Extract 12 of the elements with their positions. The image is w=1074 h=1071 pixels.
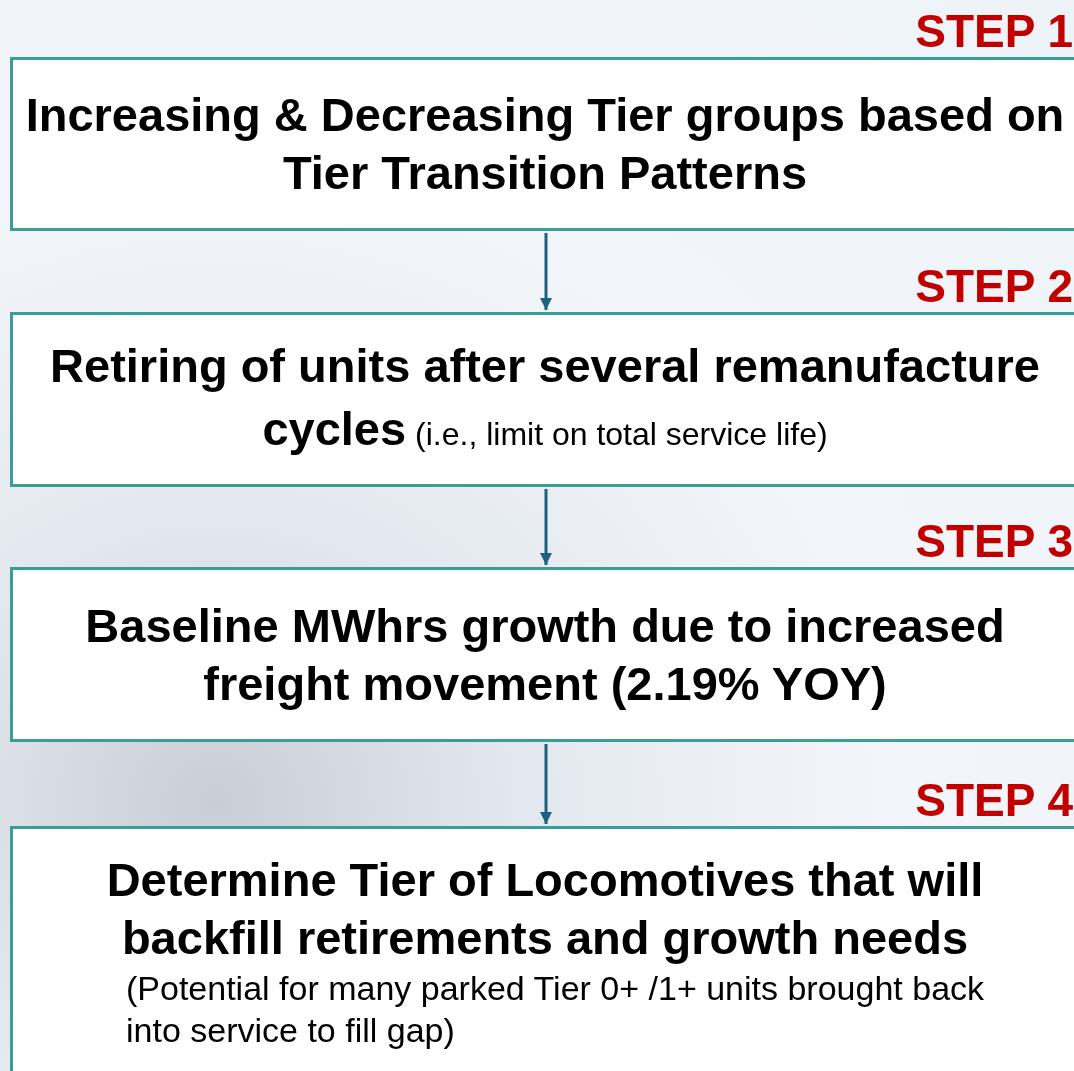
arrow [540,744,552,824]
step-label: STEP 1 [915,6,1073,56]
step-label: STEP 3 [915,516,1073,566]
step-description: Baseline MWhrs growth due to increased freight movement (2.19% YOY) [84,597,1006,712]
step-description: Increasing & Decreasing Tier groups based on Tier Transition Patterns [25,87,1065,201]
step-description: Retiring of units after several remanufacture cycles (i.e., limit on total service life) [49,337,1041,457]
arrow [540,233,552,310]
step-description: Determine Tier of Locomotives that will backfill retirements and growth needs [105,852,985,966]
step-label: STEP 2 [915,261,1073,311]
arrow [540,489,552,565]
step-label: STEP 4 [915,775,1073,825]
step-note: (Potential for many parked Tier 0+ /1+ units brought back into service to fill gap) [126,968,986,1051]
